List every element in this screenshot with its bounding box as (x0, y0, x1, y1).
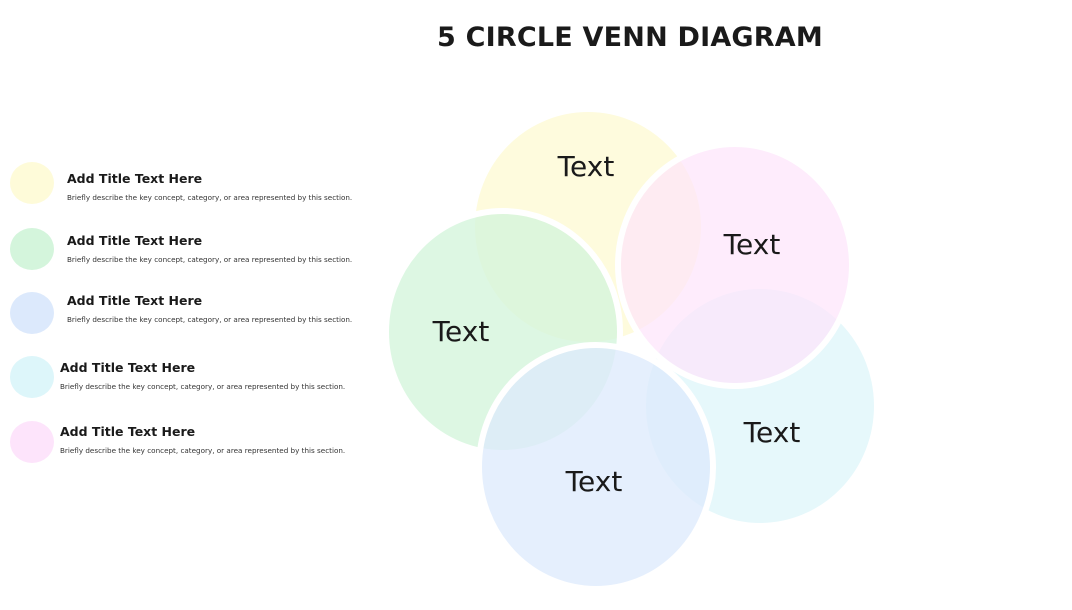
legend-description: Briefly describe the key concept, catego… (60, 382, 346, 391)
circle-label: Text (565, 465, 623, 498)
circle-label: Text (557, 150, 615, 183)
legend-title: Add Title Text Here (67, 171, 203, 186)
legend-title: Add Title Text Here (60, 360, 196, 375)
venn-circle-blue: Text (476, 342, 716, 592)
circle-label: Text (723, 228, 781, 261)
legend-title: Add Title Text Here (60, 424, 196, 439)
legend-swatch (10, 356, 54, 398)
venn-circle-pink: Text (615, 141, 855, 389)
legend-item: Add Title Text Here Briefly describe the… (0, 162, 360, 208)
legend-title: Add Title Text Here (67, 233, 203, 248)
legend-description: Briefly describe the key concept, catego… (60, 446, 346, 455)
legend-item: Add Title Text Here Briefly describe the… (0, 421, 360, 467)
circle-label: Text (432, 315, 490, 348)
legend-item: Add Title Text Here Briefly describe the… (0, 228, 360, 274)
legend-swatch (10, 292, 54, 334)
legend-item: Add Title Text Here Briefly describe the… (0, 356, 360, 402)
page-title: 5 CIRCLE VENN DIAGRAM (437, 22, 823, 53)
legend-title: Add Title Text Here (67, 293, 203, 308)
circle-shape (615, 141, 855, 389)
legend-description: Briefly describe the key concept, catego… (67, 315, 353, 324)
legend-swatch (10, 162, 54, 204)
circle-shape (476, 342, 716, 592)
legend-description: Briefly describe the key concept, catego… (67, 193, 353, 202)
legend-item: Add Title Text Here Briefly describe the… (0, 292, 360, 338)
legend-swatch (10, 421, 54, 463)
circle-label: Text (743, 416, 801, 449)
legend-description: Briefly describe the key concept, catego… (67, 255, 353, 264)
legend-swatch (10, 228, 54, 270)
